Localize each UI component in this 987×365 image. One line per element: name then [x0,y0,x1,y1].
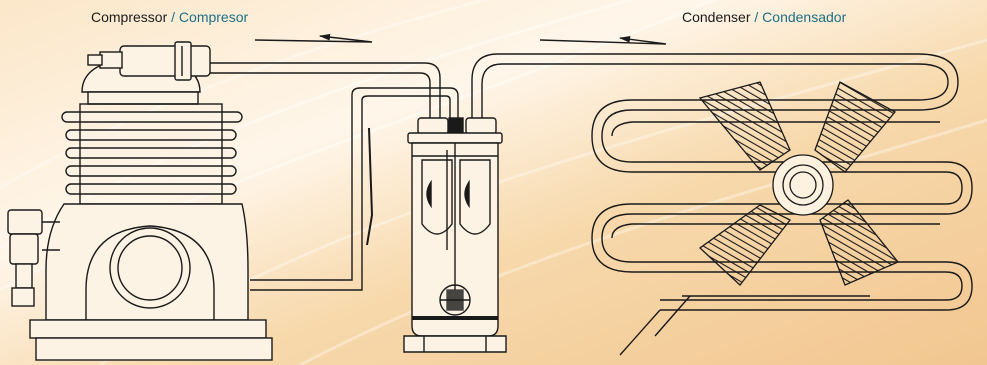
condenser-label-es: Condensador [762,9,846,25]
condenser-label-separator: / [751,9,763,25]
compressor-label-separator: / [167,9,179,25]
compressor-label-es: Compresor [179,9,248,25]
fan-hub [773,155,833,215]
condenser-label: Condenser / Condensador [682,9,846,25]
compressor-label: Compressor / Compresor [91,9,248,25]
condenser-label-en: Condenser [682,9,751,25]
oil-separator [404,118,506,352]
compressor-label-en: Compressor [91,9,167,25]
